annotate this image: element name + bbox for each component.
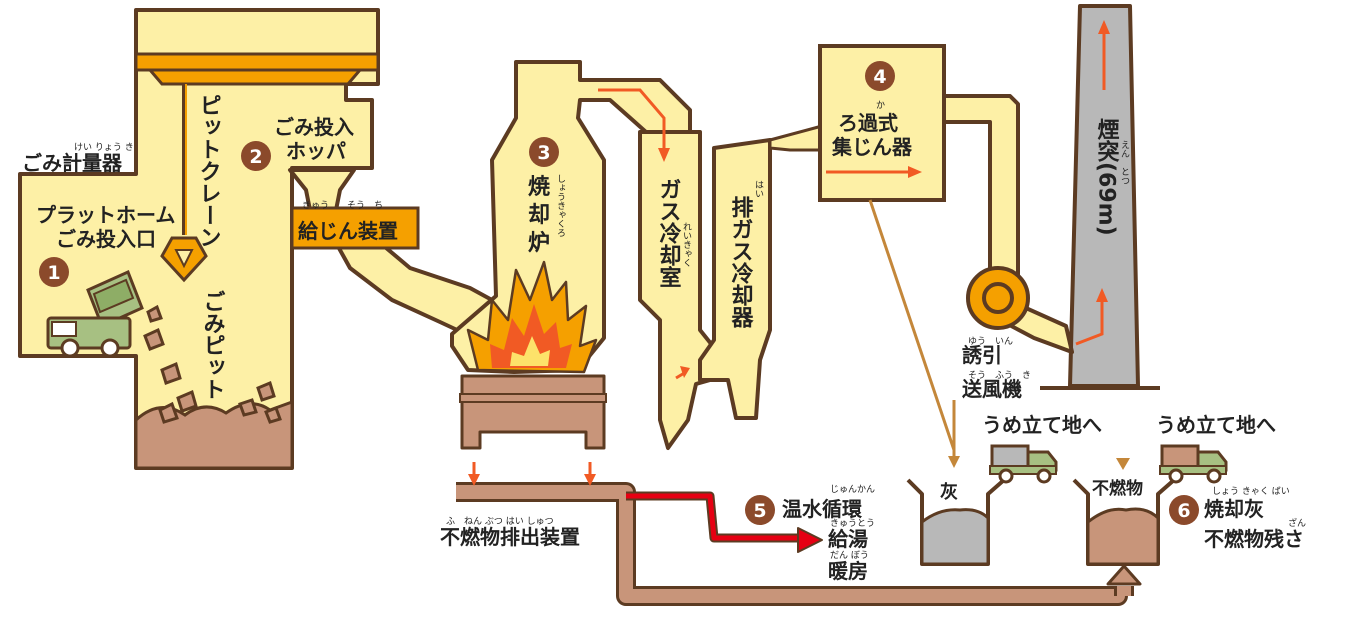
hot-water-ruby-3: だん ぼう <box>830 550 869 561</box>
exhaust-gas-cooler <box>698 124 824 420</box>
ash-residue-label: 焼却灰 <box>1204 497 1264 521</box>
fan-label-2: 送風機 <box>962 377 1022 401</box>
crane-label: ピットクレーン <box>196 94 221 248</box>
landfill-label-1: うめ立て地へ <box>982 413 1102 437</box>
ash-label: 灰 <box>940 481 958 503</box>
badge-4: 4 <box>865 61 895 91</box>
badge-3: 3 <box>529 137 559 167</box>
scale-label: ごみ計量器 <box>22 151 123 175</box>
ash-residue-ruby-2: ざん <box>1288 517 1306 529</box>
garbage-truck-icon <box>46 269 144 358</box>
noncomb-label: 不燃物 <box>1092 478 1143 499</box>
chimney <box>1040 4 1160 390</box>
dump-truck-icon-1 <box>989 444 1058 484</box>
landfill-label-2: うめ立て地へ <box>1156 413 1276 437</box>
crane-rail <box>134 52 380 72</box>
svg-text:3: 3 <box>537 142 550 164</box>
furnace-label-1: 焼 <box>528 174 550 200</box>
badge-6: 6 <box>1169 495 1199 525</box>
exhaust-cooler-label: 排ガス冷却器 <box>728 196 755 329</box>
platform-label-2: ごみ投入口 <box>56 227 156 251</box>
filter-ruby: か <box>876 100 885 111</box>
hot-water-arrow <box>626 491 823 553</box>
svg-text:6: 6 <box>1177 500 1190 522</box>
hopper <box>288 168 494 338</box>
hot-supply-label: 給湯 <box>828 527 868 551</box>
furnace <box>450 60 692 450</box>
hot-water-ruby-2: きゅうとう <box>830 518 875 529</box>
fan-label: 誘引 <box>962 343 1002 367</box>
fan-ruby: ゆう いん <box>968 336 1013 347</box>
platform-label: プラットホーム <box>36 203 175 227</box>
induced-draft-fan <box>966 266 1074 354</box>
chimney-label: 煙突(69m) <box>1094 118 1120 236</box>
badge-5: 5 <box>745 495 775 525</box>
svg-text:4: 4 <box>873 66 886 88</box>
bag-filter <box>818 44 1020 282</box>
gas-cooling-chamber <box>638 130 726 450</box>
scale-ruby: けい りょう き <box>74 142 134 153</box>
noncombustible-bunker <box>1072 458 1176 566</box>
ash-bunker <box>906 478 1006 566</box>
svg-text:1: 1 <box>47 262 60 284</box>
gas-chamber-label: ガス冷却室 <box>656 178 682 288</box>
fan-ruby-2: そう ふう き <box>968 370 1031 381</box>
fire-icon <box>466 260 598 374</box>
feeder-box <box>290 206 420 250</box>
discharge-conveyor <box>456 482 1142 606</box>
pit-building <box>18 8 380 470</box>
pit-label: ごみピット <box>200 290 225 400</box>
svg-text:5: 5 <box>753 500 766 522</box>
furnace-ruby: しょうきゃくろ <box>555 174 565 237</box>
discharge-ruby: ふ ねん ぶつ はい しゅつ <box>446 516 554 527</box>
hot-water-ruby: じゅんかん <box>830 484 875 495</box>
exhaust-ruby: はい <box>753 180 763 198</box>
badge-2: 2 <box>241 141 271 171</box>
filter-label-2: 集じん器 <box>831 135 913 159</box>
ash-flow-line <box>868 199 960 468</box>
discharge-label: 不燃物排出装置 <box>440 525 580 549</box>
furnace-label-2: 却 <box>528 203 550 228</box>
svg-text:2: 2 <box>249 146 262 168</box>
feeder-label: 給じん装置 <box>298 219 398 243</box>
heating-label: 暖房 <box>828 559 868 583</box>
feeder-ruby: きゅう そう ち <box>302 200 383 211</box>
gas-chamber-ruby: れいきゃく <box>681 222 692 267</box>
ash-residue-ruby: しょう きゃく ばい <box>1212 486 1290 497</box>
noncomb-residue-label: 不燃物残さ <box>1204 527 1304 551</box>
hopper-label-2: ホッパ <box>286 139 346 163</box>
dump-truck-icon-2 <box>1159 444 1228 484</box>
discharge-arrows <box>468 462 596 486</box>
filter-label: ろ過式 <box>838 111 898 135</box>
badge-1: 1 <box>39 257 69 287</box>
hopper-label: ごみ投入 <box>274 115 354 139</box>
hot-water-label: 温水循環 <box>782 497 863 521</box>
furnace-label-3: 炉 <box>528 231 550 256</box>
garbage-rocks-icon <box>143 304 282 424</box>
chimney-ruby: えん とつ <box>1119 140 1130 185</box>
